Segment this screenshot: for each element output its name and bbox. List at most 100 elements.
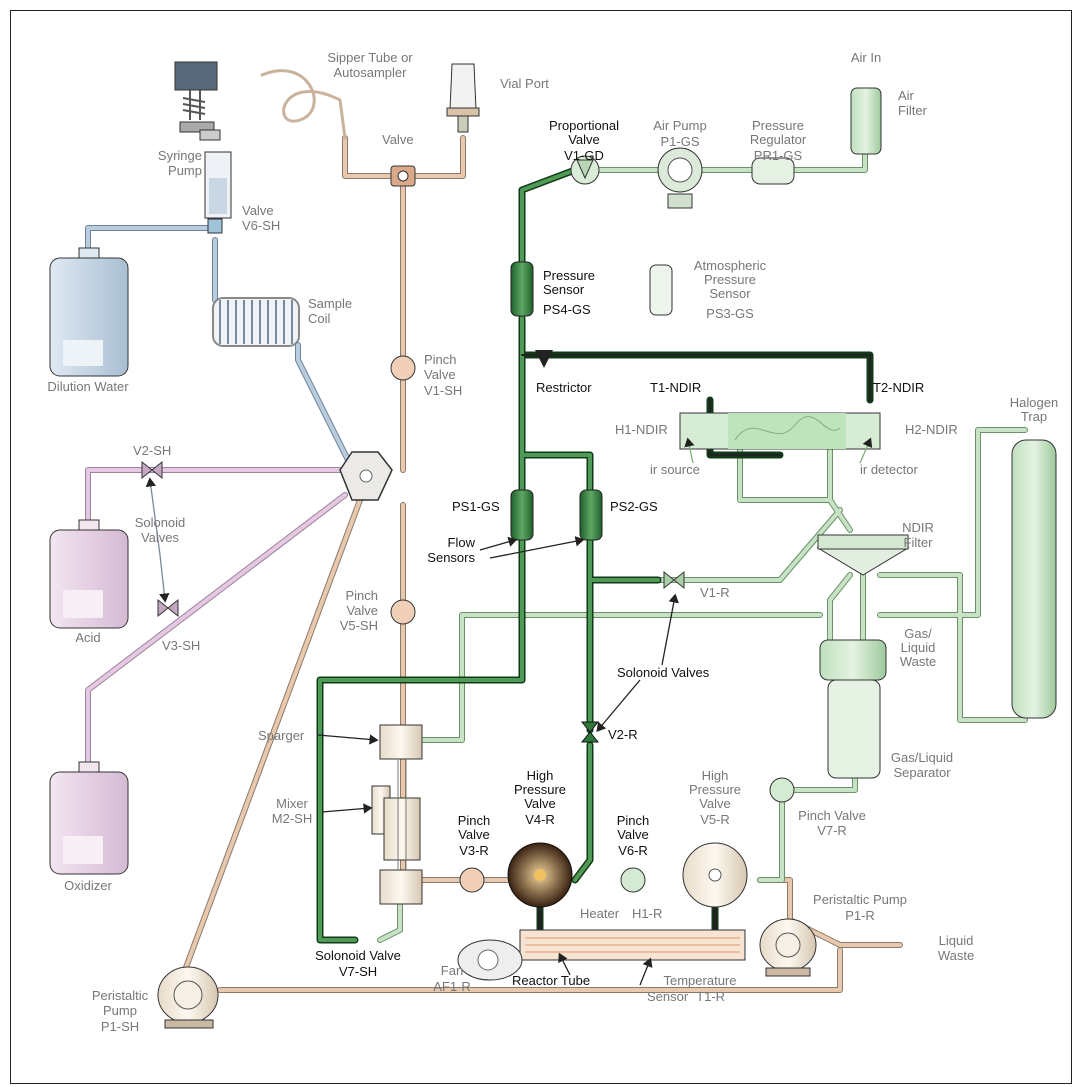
flow-sensors-label-1: Flow	[448, 535, 476, 550]
temp-sensor-label-3: T1-R	[696, 989, 725, 1004]
pinch-v1-label-1: Pinch	[424, 352, 457, 367]
peristaltic-pump-right	[759, 918, 817, 977]
valve-top-label: Valve	[382, 132, 414, 147]
pinch-v6r-label-2: Valve	[617, 827, 649, 842]
pinch-valve-v6-r	[620, 867, 646, 893]
atmospheric-sensor-ps3	[649, 264, 673, 316]
restrictor	[535, 350, 553, 368]
gl-waste-label-3: Waste	[900, 654, 936, 669]
air-filter	[850, 87, 882, 155]
ir-source-label: ir source	[650, 462, 700, 477]
solonoid-valve-v3-sh	[157, 598, 179, 618]
solonoid-left-label-1: Solonoid	[135, 515, 186, 530]
high-pressure-valve-v4-r	[507, 842, 573, 908]
sample-coil-label-1: Sample	[308, 296, 352, 311]
pinch-v3r-label-2: Valve	[458, 827, 490, 842]
pressure-sensor-label-3: PS4-GS	[543, 302, 591, 317]
v2-r-label: V2-R	[608, 727, 638, 742]
atm-label-1: Atmospheric	[694, 258, 767, 273]
t2-ndir-label: T2-NDIR	[873, 380, 924, 395]
peristaltic-right-label-1: Peristaltic Pump	[813, 892, 907, 907]
peristaltic-left-label-3: P1-SH	[101, 1019, 139, 1034]
flow-sensor-ps2	[579, 489, 603, 541]
gas-liquid-separator	[819, 639, 887, 779]
liquid-waste-label-1: Liquid	[939, 933, 974, 948]
gl-waste-label-1: Gas/	[904, 626, 932, 641]
pinch-valve-v7-r	[769, 777, 795, 803]
pinch-v1-label-2: Valve	[424, 367, 456, 382]
pinch-v5-label-3: V5-SH	[340, 618, 378, 633]
pinch-v5-label-1: Pinch	[345, 588, 378, 603]
oxidizer-bottle	[49, 761, 129, 875]
gas-lines-dark	[316, 166, 874, 949]
proportional-label-1: Proportional	[549, 118, 619, 133]
dilution-water-bottle	[49, 247, 129, 377]
mixer-label-1: Mixer	[276, 796, 308, 811]
reagent-lines	[85, 467, 348, 773]
peristaltic-left-label-1: Peristaltic	[92, 988, 149, 1003]
acid-label: Acid	[75, 630, 100, 645]
syringe-label-1: Syringe	[158, 148, 202, 163]
flow-sensor-ps1	[510, 489, 534, 541]
proportional-valve	[570, 155, 600, 185]
solonoid-valve-v2-sh	[141, 460, 163, 480]
dilution-water-label: Dilution Water	[47, 379, 129, 394]
vial-port-label: Vial Port	[500, 76, 549, 91]
solonoid-valve-v1-r	[663, 570, 685, 590]
atm-label-4: PS3-GS	[706, 306, 754, 321]
peristaltic-left-label-2: Pump	[103, 1003, 137, 1018]
regulator-label-1: Pressure	[752, 118, 804, 133]
high-pressure-valve-v5-r	[682, 842, 748, 908]
hp-v4-label-4: V4-R	[525, 812, 555, 827]
fan	[457, 939, 523, 981]
liquid-waste-label-2: Waste	[938, 948, 974, 963]
sparger-mixer	[371, 724, 423, 905]
pinch-valve-v3-r	[459, 867, 485, 893]
air-pump-label-2: P1-GS	[660, 134, 699, 149]
fan-label-2: AF1-R	[433, 979, 471, 994]
hp-v4-label-3: Valve	[524, 796, 556, 811]
atm-label-2: Pressure	[704, 272, 756, 287]
hp-v4-label-2: Pressure	[514, 782, 566, 797]
solonoid-left-label-2: Valves	[141, 530, 180, 545]
v1-r-label: V1-R	[700, 585, 730, 600]
halogen-trap	[1011, 439, 1057, 719]
temp-sensor-label-1: Temperature	[664, 973, 737, 988]
valve-v6-label-2: V6-SH	[242, 218, 280, 233]
pressure-sensor-label-1: Pressure	[543, 268, 595, 283]
ndir-filter	[816, 534, 910, 576]
hp-v5-label-3: Valve	[699, 796, 731, 811]
sample-coil-label-2: Coil	[308, 311, 331, 326]
v3-sh-label: V3-SH	[162, 638, 200, 653]
solonoid-v7-label-2: V7-SH	[339, 964, 377, 979]
h2-ndir-label: H2-NDIR	[905, 422, 958, 437]
separator-label-2: Separator	[893, 765, 951, 780]
pinch-v1-label-3: V1-SH	[424, 383, 462, 398]
reactor-tube	[519, 929, 746, 961]
heater-label-2: H1-R	[632, 906, 662, 921]
regulator-label-3: PR1-GS	[754, 148, 803, 163]
hp-v5-label-2: Pressure	[689, 782, 741, 797]
valve-top	[390, 165, 416, 187]
halogen-label-1: Halogen	[1010, 395, 1058, 410]
hp-v5-label-4: V5-R	[700, 812, 730, 827]
heater-label-1: Heater	[580, 906, 620, 921]
gl-waste-label-2: Liquid	[901, 640, 936, 655]
h1-ndir-label: H1-NDIR	[615, 422, 668, 437]
sipper-label-1: Sipper Tube or	[327, 50, 413, 65]
separator-label-1: Gas/Liquid	[891, 750, 953, 765]
ndir-filter-label-1: NDIR	[902, 520, 934, 535]
